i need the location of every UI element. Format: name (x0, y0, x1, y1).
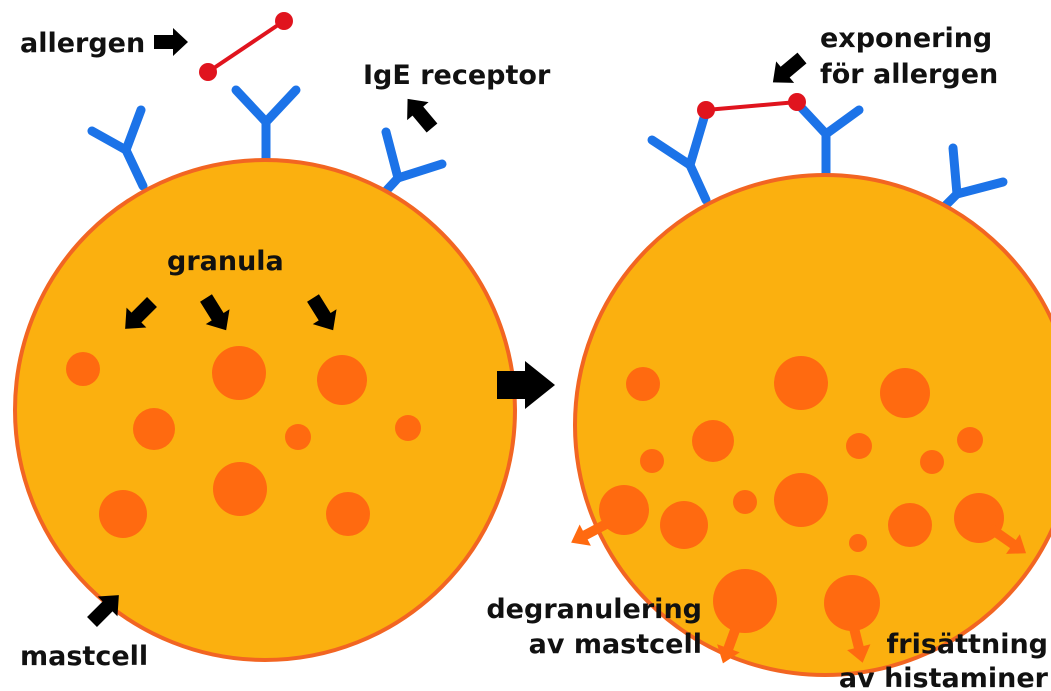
label-release-line1: frisättning (887, 629, 1048, 660)
granule (285, 424, 311, 450)
granule (395, 415, 421, 441)
ige-receptor-right-2 (797, 103, 859, 180)
granule (660, 501, 708, 549)
label-exposure-line2: för allergen (820, 59, 998, 90)
granule (99, 490, 147, 538)
granule (213, 462, 267, 516)
granule (920, 450, 944, 474)
ige-receptor-right-1 (652, 111, 706, 200)
granule (880, 368, 930, 418)
label-degranulation-line1: degranulering (486, 594, 702, 625)
arrow-icon (764, 47, 811, 93)
granule (212, 346, 266, 400)
allergen-molecule (199, 12, 293, 81)
granule (849, 534, 867, 552)
label-allergen: allergen (20, 28, 145, 59)
granule (66, 352, 100, 386)
granule (133, 408, 175, 450)
ige-receptor-left-2 (236, 90, 296, 165)
granule (692, 420, 734, 462)
label-release-line2: av histaminer (839, 663, 1049, 691)
granule (774, 356, 828, 410)
ige-receptor-left-1 (92, 110, 143, 186)
granule (626, 367, 660, 401)
mast-cell-left (15, 160, 515, 660)
label-exposure-line1: exponering (820, 23, 992, 54)
granule (640, 449, 664, 473)
granule (888, 503, 932, 547)
granule (774, 473, 828, 527)
granule (326, 492, 370, 536)
label-degranulation-line2: av mastcell (529, 629, 702, 660)
label-granula: granula (167, 246, 284, 277)
label-mastcell: mastcell (20, 641, 148, 672)
arrow-icon (397, 90, 443, 137)
granule (957, 427, 983, 453)
allergen-bound-molecule (697, 93, 806, 119)
label-ige-receptor: IgE receptor (363, 60, 551, 91)
granule (733, 490, 757, 514)
granule (317, 355, 367, 405)
granule (846, 433, 872, 459)
arrow-icon (154, 28, 188, 56)
granule-released (713, 569, 777, 633)
